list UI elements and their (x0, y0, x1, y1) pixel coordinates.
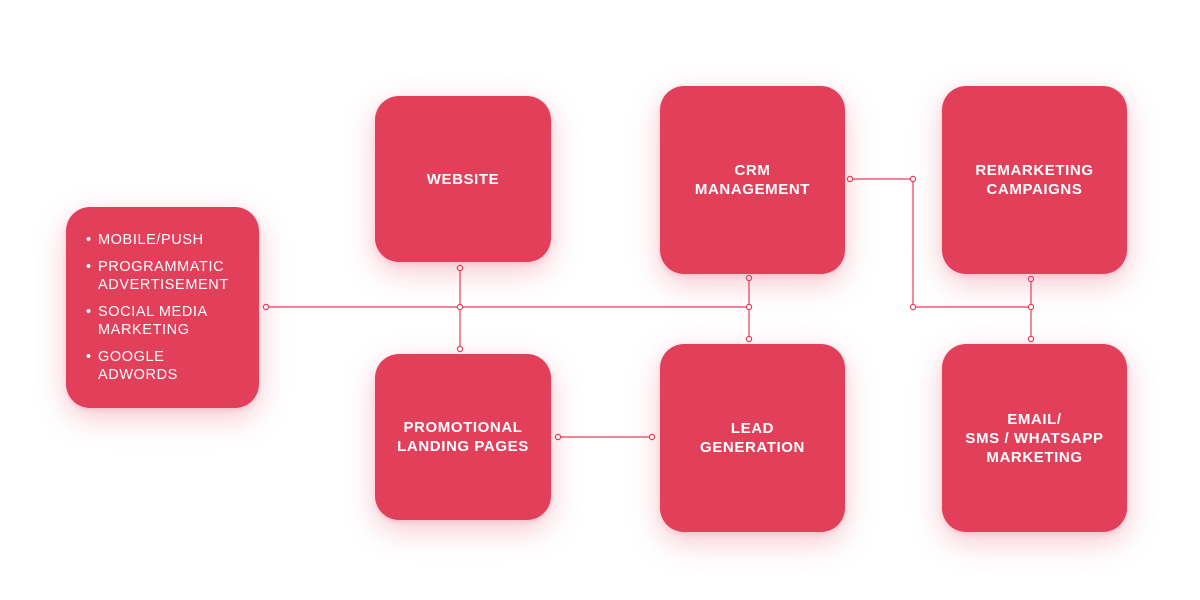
website-label-line: WEBSITE (426, 170, 500, 188)
channel-item-line: SOCIAL MEDIA (98, 304, 208, 320)
email-sms-whatsapp-label-line: SMS / WHATSAPP (965, 429, 1104, 447)
connector-dot (648, 433, 656, 441)
email-sms-whatsapp-box: EMAIL/ SMS / WHATSAPP MARKETING (942, 344, 1127, 532)
channel-item: MOBILE/PUSH (86, 231, 229, 249)
email-sms-whatsapp-label-line: EMAIL/ (1007, 410, 1062, 428)
channel-item: SOCIAL MEDIA MARKETING (86, 303, 229, 339)
channels-box: MOBILE/PUSH PROGRAMMATIC ADVERTISEMENT S… (66, 207, 259, 408)
channel-item-line: MOBILE/PUSH (98, 232, 204, 248)
channel-item-line: MARKETING (98, 322, 190, 338)
landing-pages-label-line: PROMOTIONAL (403, 419, 523, 436)
connector-dot (909, 303, 917, 311)
connector-dot (745, 335, 753, 343)
lead-generation-label-line: LEAD (730, 420, 775, 437)
channel-item-line: PROGRAMMATIC (98, 259, 225, 275)
landing-pages-label: PROMOTIONAL LANDING PAGES (397, 418, 529, 456)
connector-dot (909, 175, 917, 183)
remarketing-campaigns-label-line: REMARKETING (975, 162, 1094, 179)
website-label: WEBSITE (427, 170, 500, 189)
lead-generation-label-line: GENERATION (700, 439, 805, 456)
crm-management-label-line: MANAGEMENT (694, 181, 811, 198)
channel-item: GOOGLE ADWORDS (86, 348, 229, 384)
connector-dot (456, 264, 464, 272)
connector-dot (456, 303, 464, 311)
channel-item-line: ADVERTISEMENT (98, 277, 229, 293)
connector-dot (846, 175, 854, 183)
channel-list: MOBILE/PUSH PROGRAMMATIC ADVERTISEMENT S… (86, 231, 229, 384)
connector-dot (456, 345, 464, 353)
remarketing-campaigns-box: REMARKETING CAMPAIGNS (942, 86, 1127, 274)
channel-item: PROGRAMMATIC ADVERTISEMENT (86, 258, 229, 294)
channel-item-line: GOOGLE (98, 349, 165, 365)
crm-management-box: CRM MANAGEMENT (660, 86, 845, 274)
channel-item-line: ADWORDS (98, 367, 178, 383)
remarketing-campaigns-label: REMARKETING CAMPAIGNS (975, 161, 1093, 199)
lead-generation-box: LEAD GENERATION (660, 344, 845, 532)
connector-dot (1027, 303, 1035, 311)
connector-dot (745, 303, 753, 311)
connector-dot (1027, 275, 1035, 283)
lead-generation-label: LEAD GENERATION (700, 419, 805, 457)
remarketing-campaigns-label-line: CAMPAIGNS (986, 181, 1083, 198)
email-sms-whatsapp-label: EMAIL/ SMS / WHATSAPP MARKETING (965, 410, 1103, 467)
landing-pages-label-line: LANDING PAGES (397, 438, 529, 455)
connector-dot (1027, 335, 1035, 343)
website-box: WEBSITE (375, 96, 551, 262)
crm-management-label: CRM MANAGEMENT (695, 161, 810, 199)
email-sms-whatsapp-label-line: MARKETING (986, 448, 1083, 466)
crm-management-label-line: CRM (734, 162, 771, 179)
connector-dot (554, 433, 562, 441)
connector-dot (262, 303, 270, 311)
landing-pages-box: PROMOTIONAL LANDING PAGES (375, 354, 551, 520)
connector-dot (745, 274, 753, 282)
